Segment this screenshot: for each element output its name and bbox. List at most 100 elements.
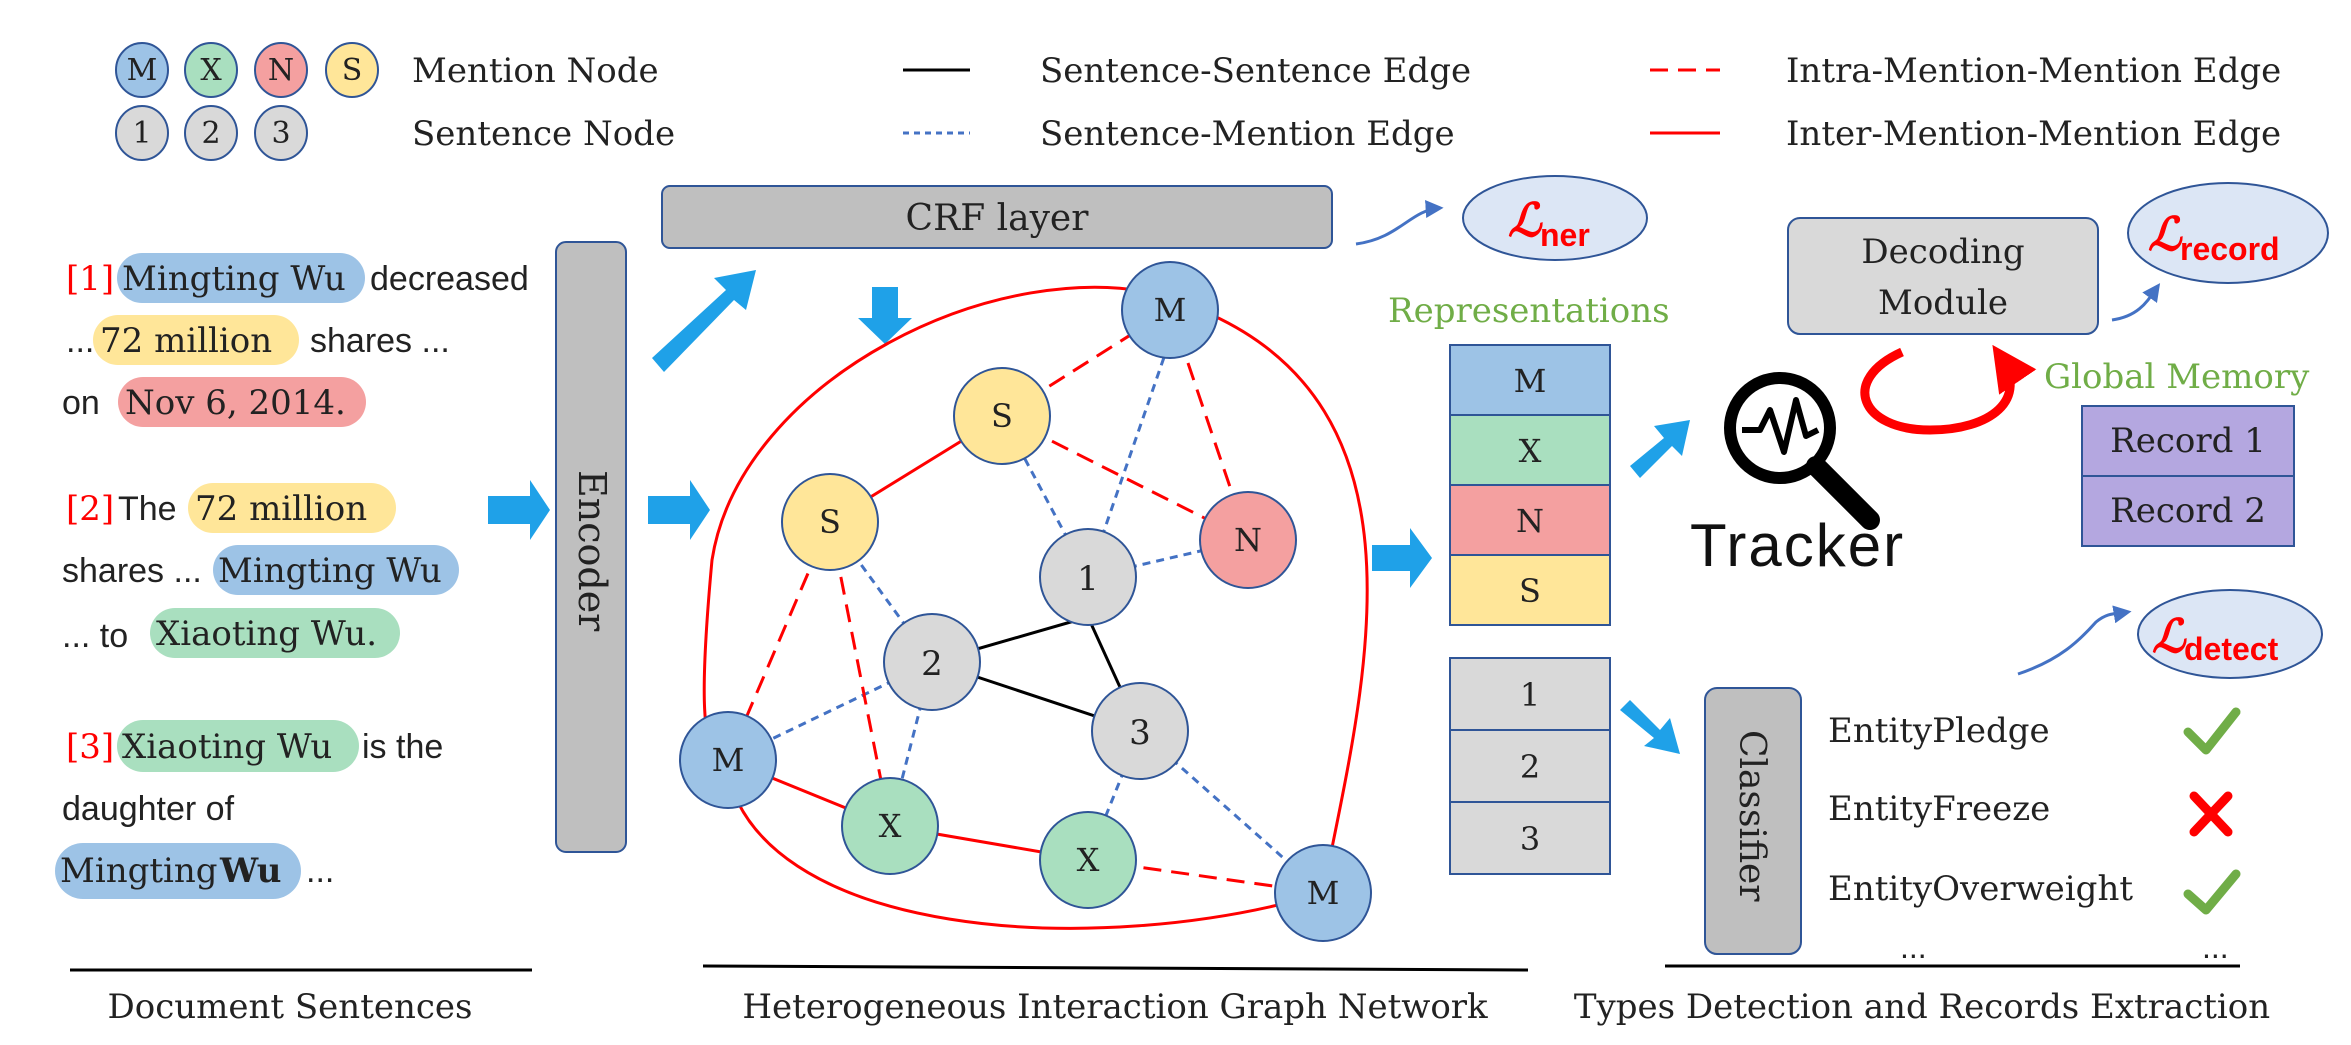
record-2-block: [2081, 475, 2295, 547]
graph-node-m-label: M: [1307, 874, 1340, 912]
intra-mention-edge: [828, 521, 892, 827]
legend-edge-sentence-mention: Sentence-Mention Edge: [1040, 114, 1455, 154]
sentence-representations: 1 2 3: [1449, 657, 1611, 875]
legend-mention-nodes: M X N S Mention Node: [115, 42, 659, 98]
mention-text: Mingting Wu: [122, 259, 346, 299]
sentence-text: The: [118, 490, 177, 528]
mention-highlight: [55, 843, 301, 899]
legend-node-s-label: S: [342, 53, 363, 88]
arrow-to-loss-detect: [2017, 605, 2132, 676]
mention-highlight: [213, 545, 459, 595]
legend-sentence-node-3: [254, 105, 308, 161]
decoding-module-block: [1787, 217, 2099, 335]
legend-node-n: [254, 42, 308, 98]
section-divider-graph: [702, 964, 1529, 972]
legend-edge-inter: Inter-Mention-Mention Edge: [1786, 114, 2281, 154]
legend-sentence-node-2-label: 2: [201, 116, 220, 151]
repr-cell-3: [1449, 801, 1611, 875]
sentence-text: decreased: [370, 260, 529, 298]
arrow-decoding-to-loss-record: [2111, 283, 2161, 322]
legend-sentence-node-2: [184, 105, 238, 161]
loss-detect-symbol: ℒ: [2152, 609, 2187, 663]
repr-cell-1: [1449, 657, 1611, 731]
event-type-entity-freeze: EntityFreeze: [1828, 789, 2050, 829]
repr-cell-x: [1449, 414, 1611, 486]
graph-node-m: [679, 711, 777, 809]
mention-text: Mingting: [60, 851, 218, 891]
graph-node-m-label: M: [1154, 291, 1187, 329]
mention-highlight: [117, 253, 365, 303]
check-icon: [2183, 869, 2241, 915]
graph-node-x-label: X: [879, 807, 902, 845]
repr-cell-3-label: 3: [1520, 820, 1540, 858]
cross-icon: [2189, 791, 2233, 837]
event-status-ellipsis: ...: [2202, 929, 2229, 965]
legend-sentence-nodes: 1 2 3 Sentence Node: [115, 105, 675, 161]
arrow-crf-to-graph: [858, 287, 912, 344]
graph-sentence-node-3-label: 3: [1129, 713, 1151, 753]
inter-mention-edge-outer: [702, 285, 1369, 930]
magnifier-icon: [1724, 372, 1836, 484]
arrow-to-encoder: [488, 480, 550, 540]
arrow-graph-to-representations: [1372, 528, 1432, 588]
representations-title: Representations: [1388, 291, 1670, 331]
mention-text: 72 million: [100, 321, 272, 361]
section-caption-detection: Types Detection and Records Extraction: [1574, 987, 2270, 1027]
mention-highlight: [93, 315, 299, 365]
check-icon: [2183, 707, 2241, 755]
legend-node-s: [325, 42, 379, 98]
graph-node-n: [1199, 491, 1297, 589]
legend-sentence-node-label: Sentence Node: [412, 114, 675, 154]
loss-detect-ellipse: [2137, 589, 2323, 679]
repr-cell-m: [1449, 344, 1611, 416]
event-type-entity-overweight: EntityOverweight: [1828, 869, 2133, 909]
graph-node-m: [1121, 261, 1219, 359]
loss-record-subscript: record: [2180, 231, 2280, 267]
encoder-label: Encoder: [570, 470, 614, 632]
crf-layer-label: CRF layer: [906, 198, 1090, 239]
repr-cell-x-label: X: [1519, 432, 1542, 470]
graph-node-x-label: X: [1077, 841, 1100, 879]
mention-representations: M X N S: [1449, 344, 1611, 626]
graph-node-x: [1039, 811, 1137, 909]
classifier-block: [1704, 687, 1802, 955]
encoder-block: [555, 241, 627, 853]
repr-cell-2-label: 2: [1520, 748, 1540, 786]
legend-edges: Sentence-Sentence Edge Sentence-Mention …: [903, 51, 2281, 154]
record-1-label: Record 1: [2110, 421, 2266, 461]
legend-node-n-label: N: [268, 53, 294, 88]
graph-sentence-node-2: [883, 613, 981, 711]
arrow-encoder-to-crf: [652, 270, 756, 372]
legend-edge-sentence-sentence: Sentence-Sentence Edge: [1040, 51, 1471, 91]
legend-node-x-label: X: [200, 53, 222, 88]
graph-sentence-node-2-label: 2: [921, 644, 943, 684]
mention-text: Mingting Wu: [218, 551, 442, 591]
sentence-index-3: [3]: [66, 727, 114, 767]
decoding-module-label-line1: Decoding: [1861, 232, 2024, 272]
global-memory-title: Global Memory: [2044, 357, 2310, 397]
arrow-encoder-to-graph: [648, 480, 710, 540]
sentence-text: daughter of: [62, 790, 235, 828]
legend-node-m-label: M: [127, 53, 158, 88]
arrow-representations-to-classifier: [1620, 700, 1680, 754]
sentence-index-2: [2]: [66, 489, 114, 529]
legend-sentence-node-1: [115, 105, 169, 161]
arrow-representations-to-tracker: [1630, 420, 1690, 478]
event-types: EntityPledge EntityFreeze EntityOverweig…: [1828, 707, 2241, 965]
loss-ner-subscript: ner: [1540, 217, 1590, 253]
record-1-block: [2081, 405, 2295, 477]
sentence-index-1: [1]: [66, 259, 114, 299]
legend-sentence-node-3-label: 3: [271, 116, 290, 151]
legend: M X N S Mention Node 1 2 3 Sentence Node…: [115, 42, 2281, 161]
mention-text-bold: Wu: [219, 851, 282, 891]
sentence-text: shares ...: [310, 322, 450, 360]
loss-ner-symbol: ℒ: [1508, 193, 1543, 247]
memory-cycle-arrow: [1860, 344, 2037, 435]
loss-record-symbol: ℒ: [2148, 207, 2183, 261]
sentence-text: ... to: [62, 617, 128, 655]
pulse-icon: [1742, 397, 1820, 455]
graph-sentence-node-1-label: 1: [1077, 559, 1099, 599]
tracker: Tracker: [1690, 372, 1903, 579]
sentence-text: ...: [66, 322, 94, 360]
